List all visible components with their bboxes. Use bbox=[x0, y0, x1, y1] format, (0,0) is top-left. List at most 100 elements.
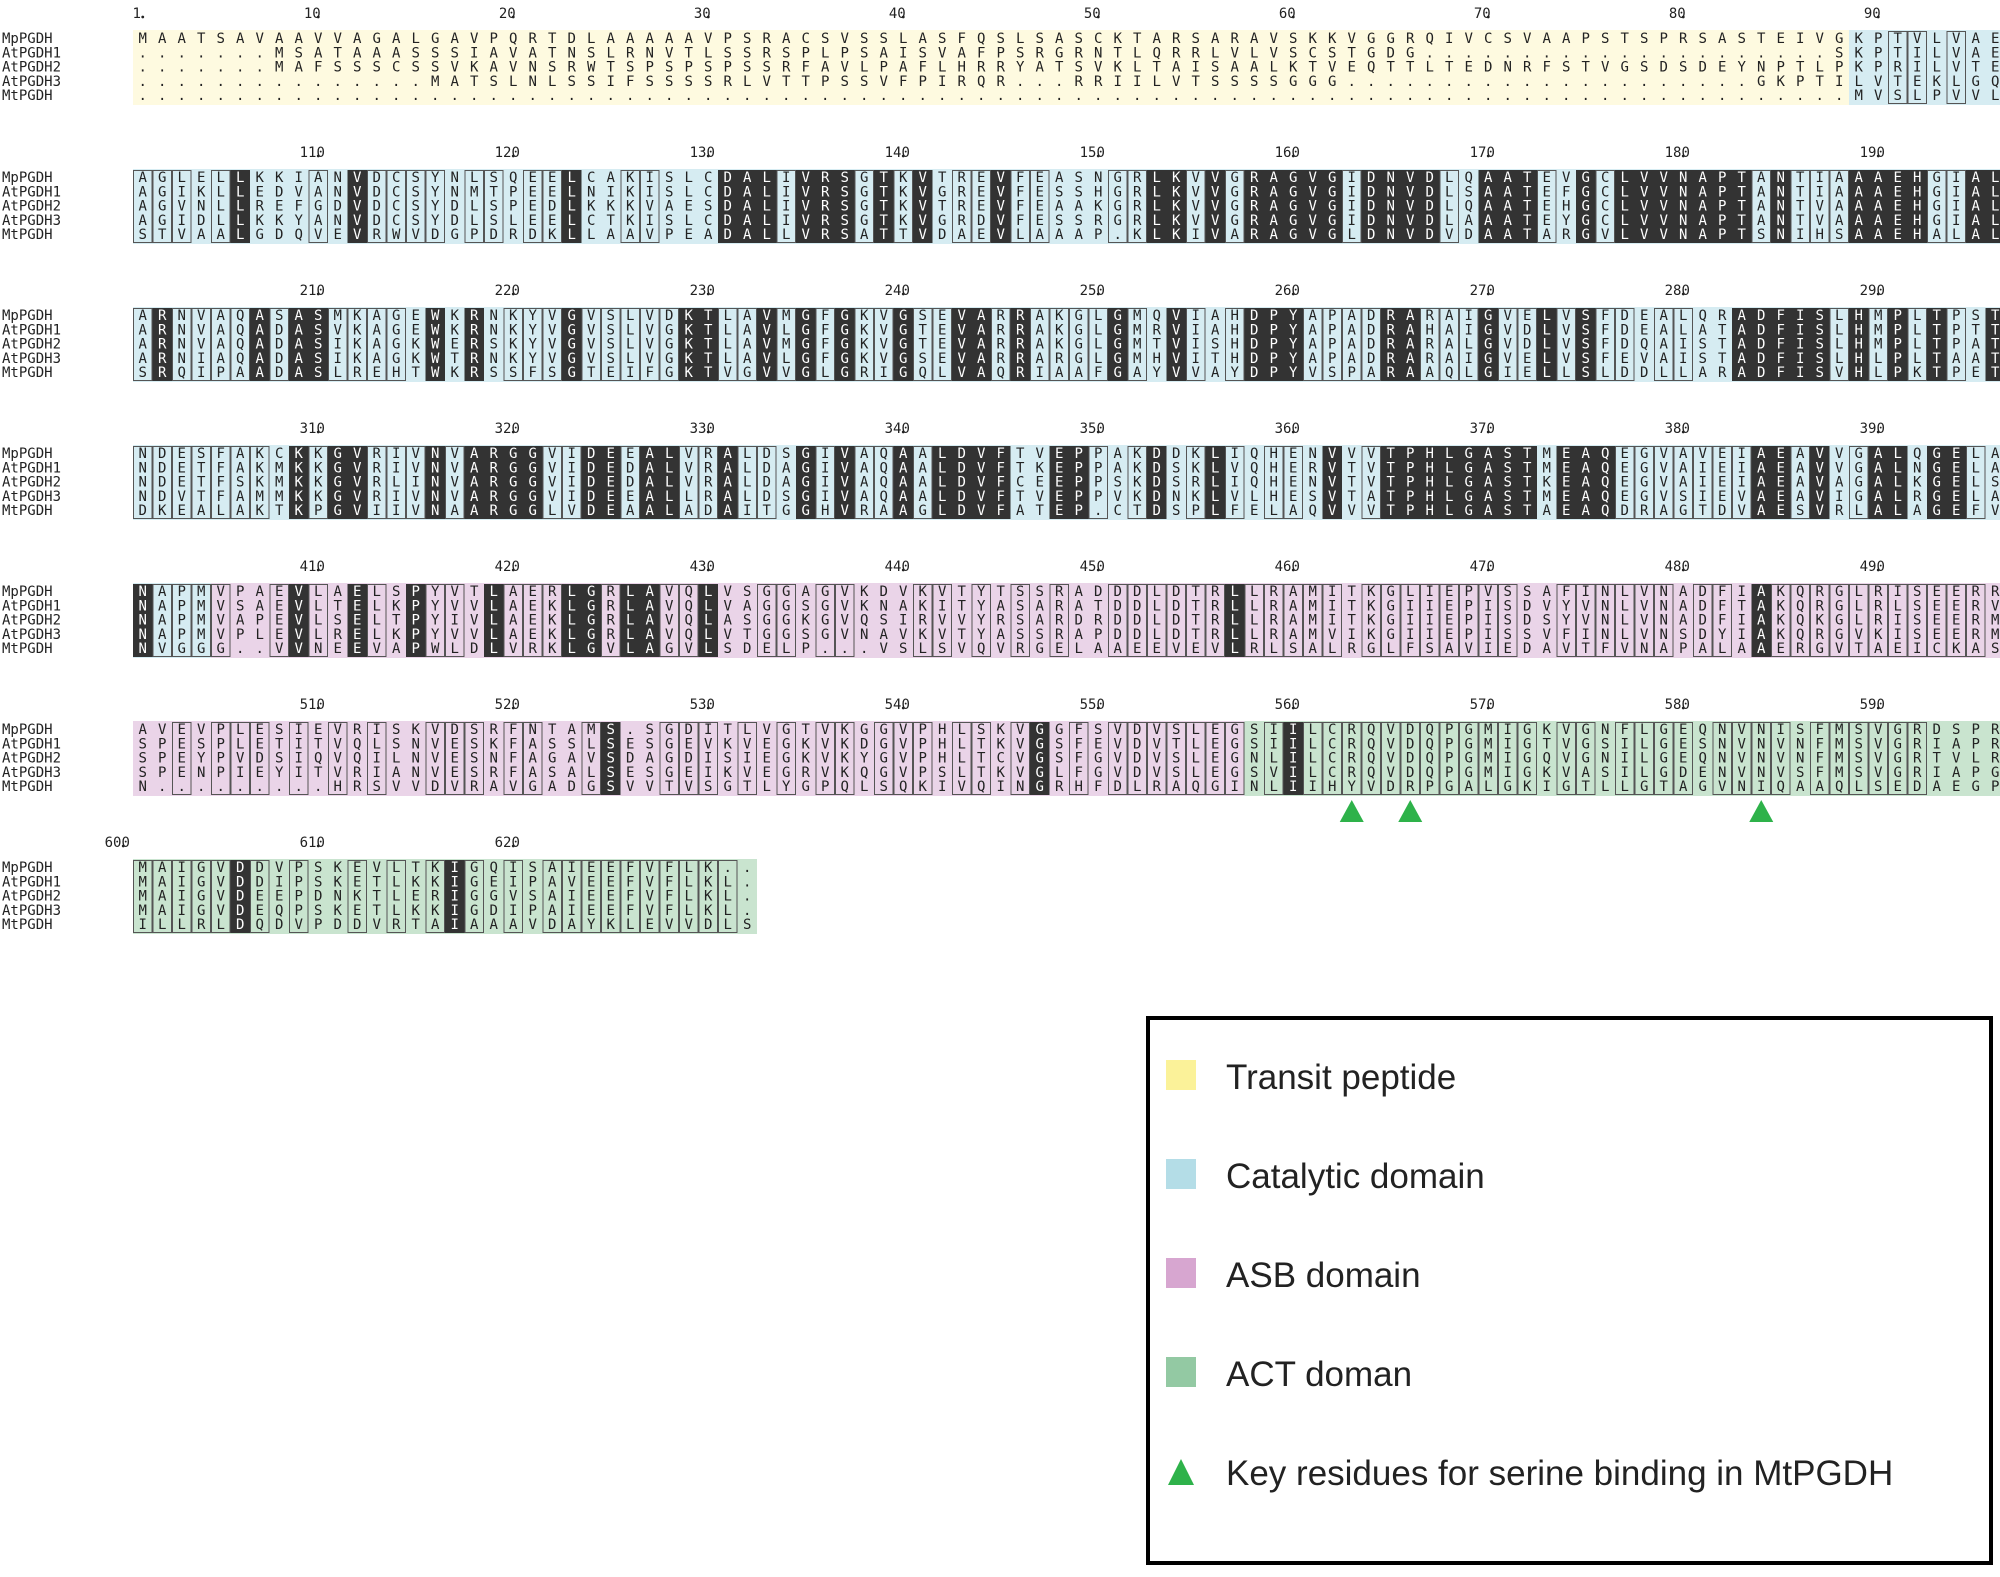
residue: A bbox=[490, 917, 499, 933]
residue: . bbox=[158, 779, 166, 795]
ruler-tick bbox=[902, 707, 905, 710]
residue: P bbox=[1192, 503, 1200, 519]
residue: F bbox=[1601, 641, 1609, 657]
residue: K bbox=[158, 503, 167, 519]
residue: E bbox=[1972, 365, 1980, 381]
residue: L bbox=[1348, 227, 1356, 243]
residue: A bbox=[1816, 779, 1825, 795]
residue: A bbox=[1426, 365, 1435, 381]
residue: L bbox=[763, 227, 771, 243]
residue: . bbox=[1289, 88, 1297, 104]
residue: A bbox=[1757, 641, 1766, 657]
residue: V bbox=[1465, 641, 1474, 657]
residue: K bbox=[548, 641, 557, 657]
residue: . bbox=[1601, 88, 1609, 104]
residue: A bbox=[470, 503, 479, 519]
residue: V bbox=[1367, 503, 1376, 519]
ruler-number: 600 bbox=[105, 835, 130, 851]
ruler-tick bbox=[902, 155, 905, 158]
residue: Q bbox=[977, 641, 985, 657]
ruler-tick bbox=[1487, 293, 1490, 296]
residue: I bbox=[139, 917, 147, 933]
residue: . bbox=[685, 88, 693, 104]
residue: D bbox=[1426, 227, 1434, 243]
residue: I bbox=[743, 503, 751, 519]
residue: N bbox=[314, 641, 322, 657]
residue: A bbox=[1465, 779, 1474, 795]
residue: H bbox=[1855, 365, 1863, 381]
residue: . bbox=[860, 641, 868, 657]
residue: T bbox=[1660, 779, 1669, 795]
residue: S bbox=[938, 641, 946, 657]
residue: V bbox=[295, 641, 304, 657]
residue: R bbox=[1016, 365, 1025, 381]
residue: . bbox=[1640, 88, 1648, 104]
residue: G bbox=[1328, 227, 1336, 243]
residue: F bbox=[1406, 641, 1414, 657]
residue: S bbox=[1504, 503, 1512, 519]
ruler-number: 50 bbox=[1084, 6, 1101, 22]
ruler-tick bbox=[512, 16, 515, 19]
residue: K bbox=[685, 365, 694, 381]
residue: G bbox=[802, 503, 810, 519]
residue: T bbox=[763, 503, 772, 519]
residue: L bbox=[1718, 641, 1726, 657]
residue: . bbox=[509, 88, 517, 104]
residue: A bbox=[1016, 503, 1025, 519]
residue: . bbox=[1777, 88, 1785, 104]
residue: Q bbox=[1309, 503, 1317, 519]
residue: T bbox=[1699, 503, 1708, 519]
residue: E bbox=[1952, 779, 1960, 795]
residue: . bbox=[841, 641, 849, 657]
residue: V bbox=[158, 641, 167, 657]
residue: E bbox=[334, 227, 342, 243]
residue: T bbox=[1855, 641, 1864, 657]
residue: L bbox=[236, 227, 244, 243]
residue: V bbox=[997, 227, 1006, 243]
residue: G bbox=[587, 779, 595, 795]
ruler-number: 470 bbox=[1470, 559, 1495, 575]
residue: L bbox=[938, 503, 946, 519]
residue: . bbox=[899, 88, 907, 104]
residue: I bbox=[1913, 641, 1921, 657]
ruler-tick bbox=[1292, 155, 1295, 158]
legend-swatch bbox=[1166, 1258, 1196, 1288]
residue: . bbox=[236, 641, 244, 657]
ruler-number: 430 bbox=[690, 559, 715, 575]
residue: G bbox=[1484, 365, 1492, 381]
residue: A bbox=[626, 227, 635, 243]
residue: K bbox=[451, 365, 460, 381]
ruler-tick bbox=[1682, 707, 1685, 710]
residue: G bbox=[1562, 779, 1570, 795]
ruler-number: 550 bbox=[1080, 697, 1105, 713]
residue: V bbox=[392, 779, 401, 795]
residue: A bbox=[1679, 779, 1688, 795]
residue: D bbox=[938, 227, 946, 243]
residue: . bbox=[1231, 88, 1239, 104]
residue: V bbox=[1991, 503, 2000, 519]
residue: A bbox=[1094, 641, 1103, 657]
residue: E bbox=[977, 227, 985, 243]
residue: . bbox=[1679, 88, 1687, 104]
ruler-tick bbox=[1877, 569, 1880, 572]
residue: L bbox=[1952, 227, 1960, 243]
residue: A bbox=[236, 503, 245, 519]
residue: A bbox=[1582, 503, 1591, 519]
residue: H bbox=[1328, 779, 1336, 795]
ruler-number: 1 bbox=[133, 6, 141, 22]
ruler-tick bbox=[1682, 569, 1685, 572]
residue: Q bbox=[841, 779, 849, 795]
residue: A bbox=[1231, 227, 1240, 243]
residue: I bbox=[1289, 779, 1297, 795]
ruler-number: 450 bbox=[1080, 559, 1105, 575]
ruler-number: 350 bbox=[1080, 421, 1105, 437]
residue: . bbox=[1582, 88, 1590, 104]
residue: . bbox=[158, 88, 166, 104]
residue: P bbox=[314, 503, 322, 519]
residue: . bbox=[314, 88, 322, 104]
ruler-tick bbox=[707, 16, 710, 19]
residue: L bbox=[860, 779, 868, 795]
ruler-tick bbox=[1097, 707, 1100, 710]
ruler-number: 290 bbox=[1860, 283, 1885, 299]
residue: V bbox=[685, 779, 694, 795]
